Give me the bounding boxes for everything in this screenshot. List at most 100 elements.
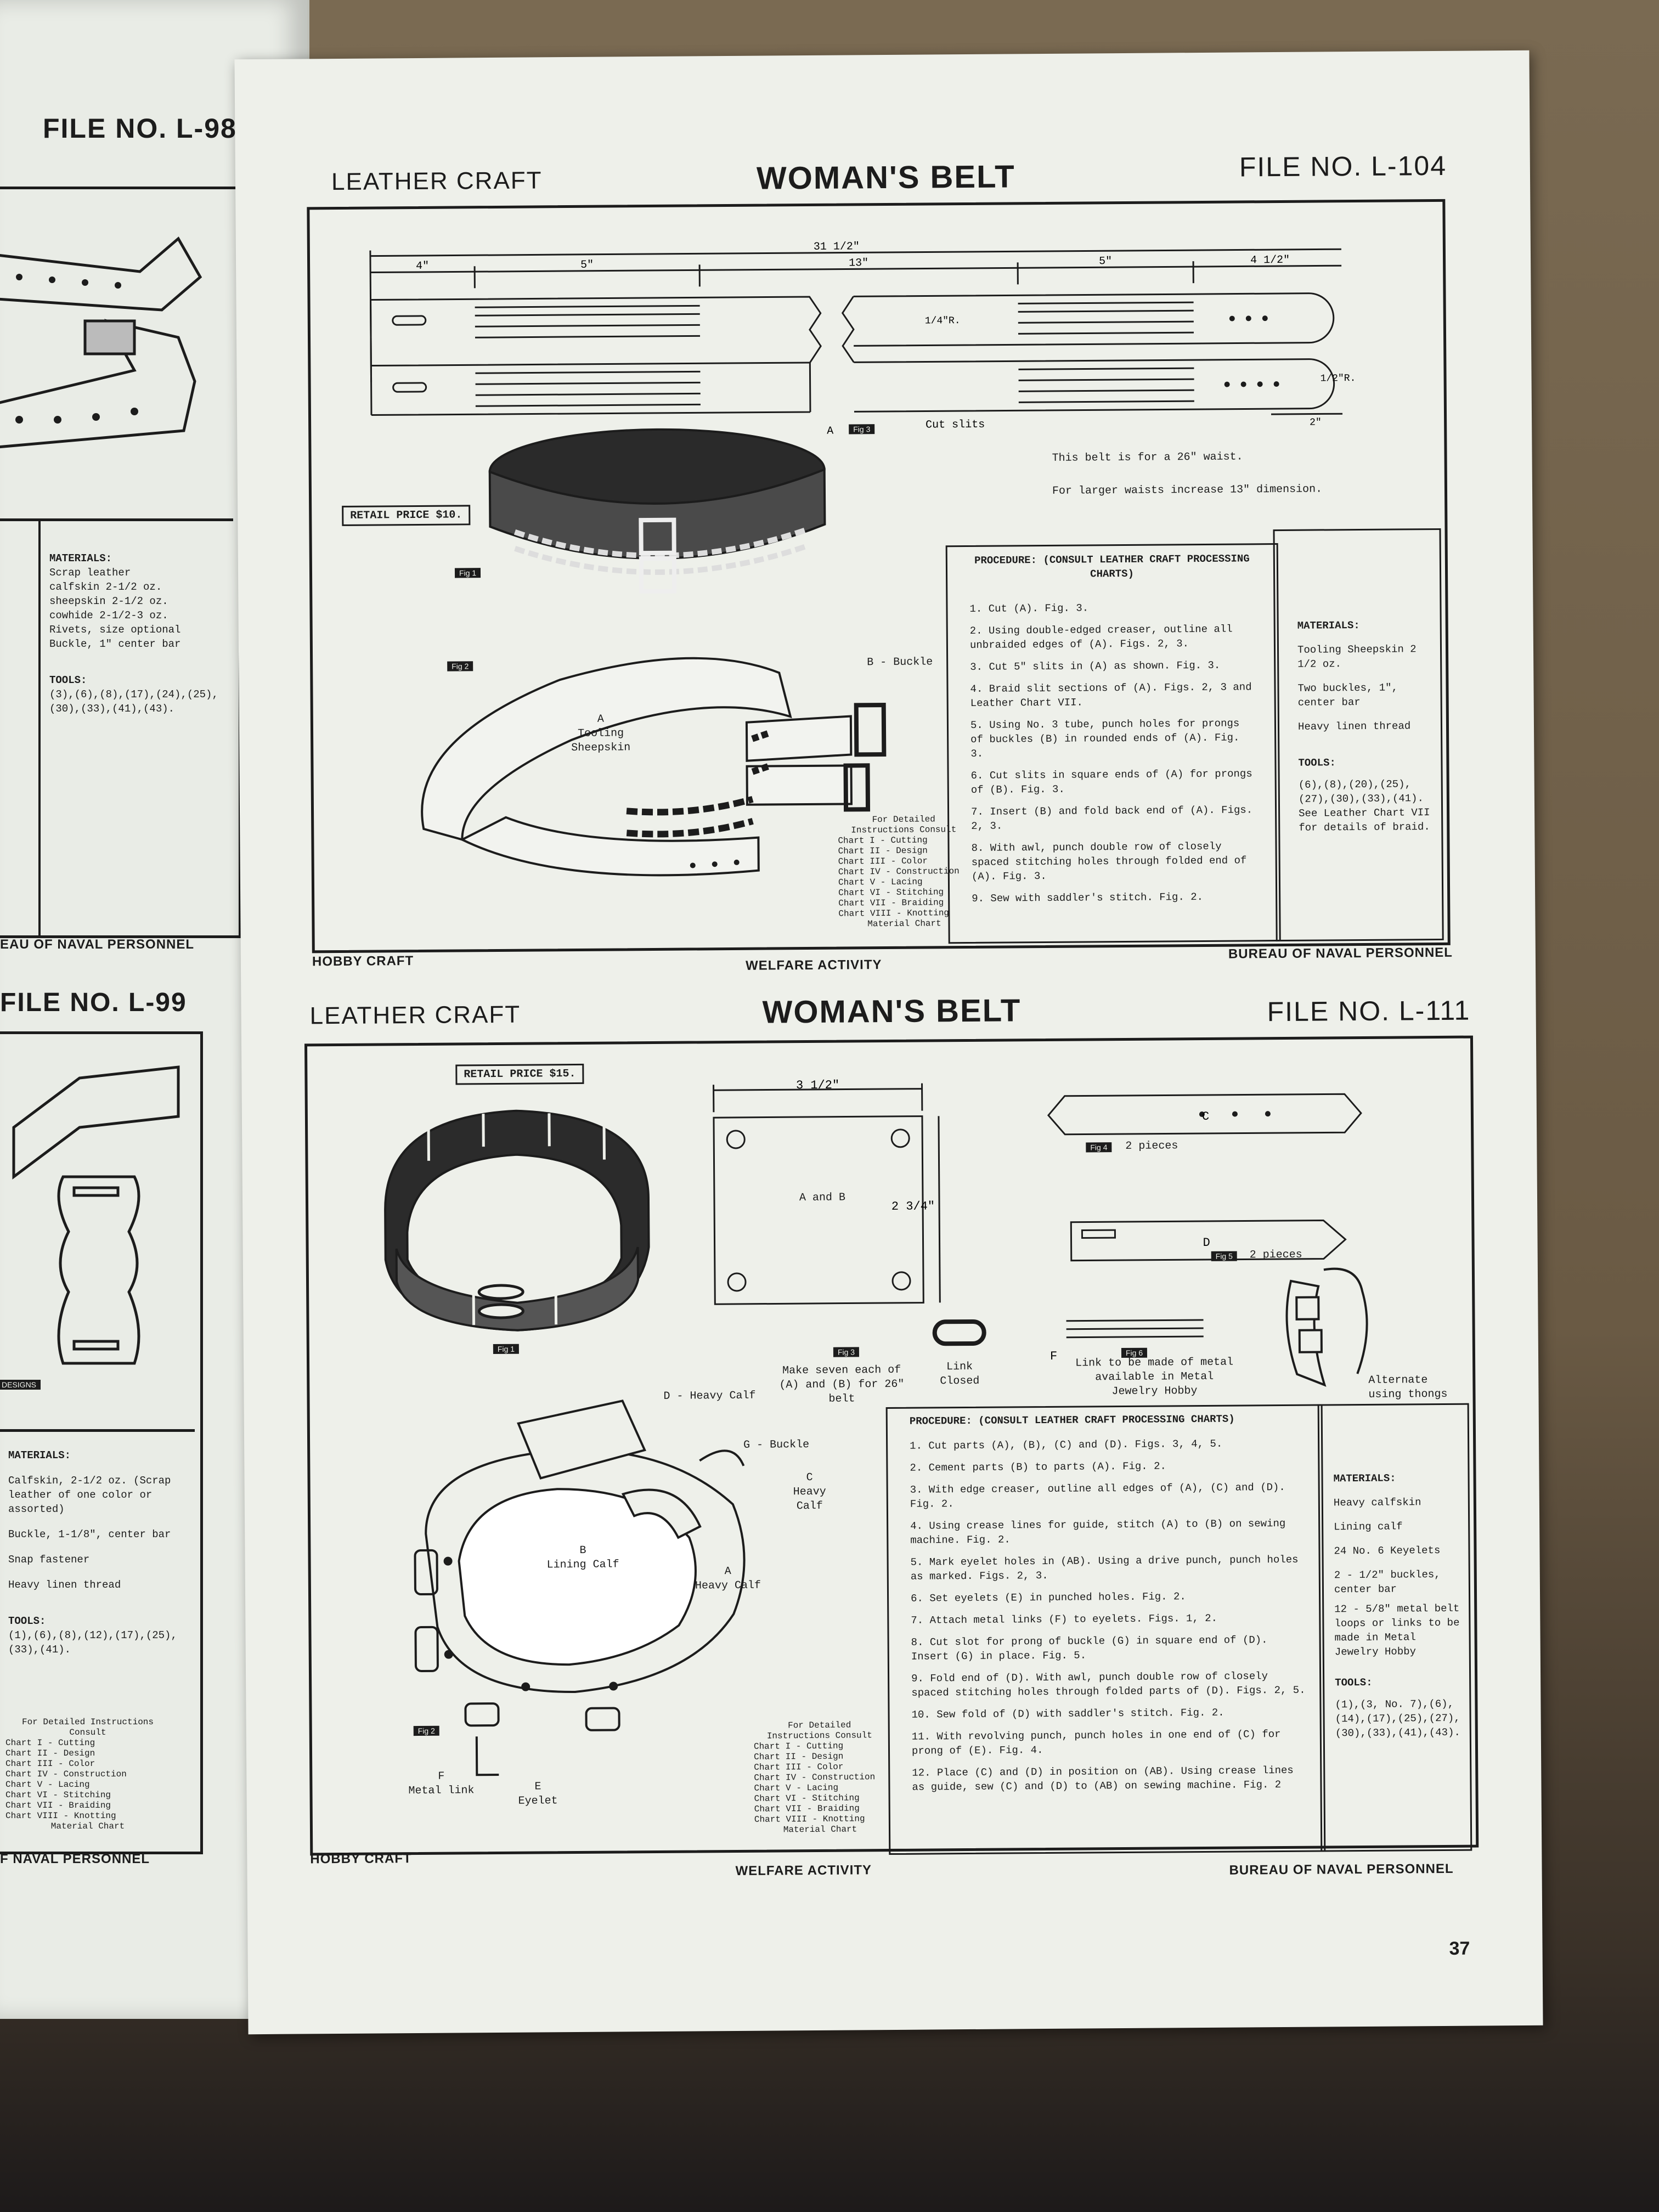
left-top-footer: EAU OF NAVAL PERSONNEL [0, 937, 195, 952]
bottom-material: Heavy calfskin [1333, 1496, 1421, 1509]
top-step: 7. Insert (B) and fold back end of (A). … [970, 804, 1253, 832]
top-fig1-belt [488, 428, 826, 594]
bottom-material: 2 - 1/2" buckles, center bar [1334, 1568, 1441, 1596]
dim-4-half: 4 1/2" [1250, 254, 1290, 267]
left-top-tools: (3),(6),(8),(17),(24),(25),(30),(33),(41… [49, 689, 218, 715]
top-procedure-heading: PROCEDURE: (CONSULT LEATHER CRAFT PROCES… [974, 552, 1250, 580]
top-step: 5. Using No. 3 tube, punch holes for pro… [970, 717, 1240, 760]
left-top-material: Rivets, size optional [49, 624, 181, 636]
bottom-title: WOMAN'S BELT [762, 992, 1022, 1030]
bottom-footer-right: BUREAU OF NAVAL PERSONNEL [1229, 1861, 1454, 1878]
top-material: Two buckles, 1", center bar [1297, 681, 1398, 709]
bottom-chart-item: Material Chart [783, 1824, 857, 1835]
top-step: 4. Braid slit sections of (A). Figs. 2, … [970, 681, 1252, 709]
top-footer-right: BUREAU OF NAVAL PERSONNEL [1228, 945, 1453, 962]
left-bottom-material: Heavy linen thread [8, 1579, 121, 1591]
top-retail-price: RETAIL PRICE $10. [342, 505, 471, 526]
bottom-label-lining-calf: B Lining Calf [546, 1544, 619, 1572]
top-step: 2. Using double-edged creaser, outline a… [969, 623, 1233, 651]
bottom-step: 8. Cut slot for prong of buckle (G) in s… [911, 1634, 1268, 1663]
top-tools: (6),(8),(20),(25),(27),(30),(33),(41). [1298, 778, 1424, 805]
bottom-materials-heading: MATERIALS: [1333, 1472, 1396, 1485]
bottom-step: 12. Place (C) and (D) in position on (AB… [912, 1764, 1294, 1793]
bottom-step: 10. Sew fold of (D) with saddler's stitc… [911, 1706, 1224, 1721]
top-step: 3. Cut 5" slits in (A) as shown. Fig. 3. [970, 659, 1221, 673]
bottom-fig2-tag: Fig 2 [413, 1725, 439, 1736]
bottom-step: 1. Cut parts (A), (B), (C) and (D). Figs… [910, 1437, 1223, 1452]
left-chart-item: Chart I - Cutting [5, 1738, 95, 1748]
page-number: 37 [1449, 1938, 1470, 1959]
dim-5: 5" [580, 259, 594, 272]
dim-end: 2" [1310, 417, 1322, 428]
bottom-fig3-tag: Fig 3 [833, 1347, 860, 1357]
dim-5b: 5" [1099, 255, 1112, 268]
bottom-fig4-tag: Fig 4 [1086, 1142, 1112, 1153]
top-note-waist: This belt is for a 26" waist. [1052, 450, 1243, 465]
left-chart-item: Chart VI - Stitching [5, 1790, 111, 1800]
left-top-frame: MATERIALS: Scrap leather calfskin 2-1/2 … [0, 187, 241, 938]
bottom-dim-height: 2 3/4" [891, 1199, 935, 1214]
bottom-footer-center: WELFARE ACTIVITY [735, 1863, 872, 1878]
bottom-procedure-box: PROCEDURE: (CONSULT LEATHER CRAFT PROCES… [885, 1404, 1326, 1855]
bottom-sheet-frame: RETAIL PRICE $15. Fig 1 [304, 1035, 1479, 1856]
top-tools-note: See Leather Chart VII for details of bra… [1299, 806, 1430, 834]
bottom-label-heavy-calf-d: D - Heavy Calf [663, 1389, 756, 1403]
bottom-step: 3. With edge creaser, outline all edges … [910, 1481, 1285, 1510]
top-step: 6. Cut slits in square ends of (A) for p… [970, 768, 1252, 796]
top-sheet-frame: 31 1/2" 4" 5" 13" 5" 4 1/2" 1/4"R. 1/2"R… [307, 199, 1451, 953]
bottom-tools-heading: TOOLS: [1335, 1676, 1373, 1689]
top-file-no: FILE NO. L-104 [1239, 150, 1447, 183]
bottom-step: 2. Cement parts (B) to parts (A). Fig. 2… [910, 1460, 1166, 1474]
left-chart-item: Chart IV - Construction [5, 1769, 127, 1779]
bottom-link-label: Link Closed [940, 1360, 980, 1388]
bottom-link-note: Link to be made of metal available in Me… [1075, 1356, 1234, 1398]
top-materials-heading: MATERIALS: [1297, 619, 1360, 632]
top-tools-heading: TOOLS: [1298, 757, 1336, 769]
bottom-step: 4. Using crease lines for guide, stitch … [910, 1517, 1286, 1547]
designs-tag: DESIGNS [0, 1380, 41, 1390]
bottom-charts-heading: For Detailed Instructions Consult [766, 1720, 872, 1741]
left-bottom-footer: F NAVAL PERSONNEL [0, 1852, 150, 1866]
left-top-material: Buckle, 1" center bar [49, 638, 181, 650]
top-footer-center: WELFARE ACTIVITY [745, 957, 882, 973]
bottom-material: Lining calf [1334, 1520, 1403, 1533]
dim-4: 4" [416, 260, 429, 273]
dim-radius: 1/4"R. [925, 315, 961, 326]
top-label-tooling: A Tooling Sheepskin [571, 713, 631, 755]
left-bottom-materials-heading: MATERIALS: [8, 1449, 71, 1462]
top-category: LEATHER CRAFT [331, 167, 543, 196]
bottom-retail-price: RETAIL PRICE $15. [455, 1063, 584, 1085]
top-step: 9. Sew with saddler's stitch. Fig. 2. [972, 890, 1204, 905]
top-footer-left: HOBBY CRAFT [312, 953, 414, 969]
left-top-file-no: FILE NO. L-98 [43, 113, 237, 144]
bottom-step: 7. Attach metal links (F) to eyelets. Fi… [911, 1612, 1218, 1627]
top-materials-box: MATERIALS: Tooling Sheepskin 2 1/2 oz. T… [1273, 528, 1444, 942]
top-fig3-tag: Fig 3 [849, 424, 875, 435]
bottom-fig1-tag: Fig 1 [493, 1344, 520, 1355]
bottom-fig5-tag: Fig 5 [1211, 1251, 1237, 1261]
bottom-chart-item: Chart VII - Braiding [754, 1803, 860, 1814]
bottom-fig4-pieces: 2 pieces [1125, 1139, 1178, 1153]
right-page: LEATHER CRAFT WOMAN'S BELT FILE NO. L-10… [234, 50, 1543, 2035]
bottom-label-buckle-g: G - Buckle [743, 1438, 810, 1452]
top-fig1-tag: Fig 1 [454, 568, 481, 578]
left-bottom-tools: (1),(6),(8),(12),(17),(25),(33),(41). [8, 1629, 177, 1656]
left-top-material: Scrap leather [49, 567, 131, 579]
bottom-step: 9. Fold end of (D). With awl, punch doub… [911, 1670, 1306, 1699]
bottom-chart-item: Chart VI - Stitching [754, 1793, 860, 1804]
left-bottom-tools-heading: TOOLS: [8, 1615, 46, 1627]
left-chart-item: Chart V - Lacing [5, 1780, 90, 1790]
bottom-materials-box: MATERIALS: Heavy calfskin Lining calf 24… [1317, 1403, 1472, 1852]
bottom-part-d: D [1203, 1236, 1210, 1250]
bottom-footer-left: HOBBY CRAFT [310, 1851, 412, 1867]
dim-13: 13" [849, 257, 868, 269]
bottom-part-c: C [1202, 1110, 1209, 1124]
bottom-tools: (1),(3, No. 7),(6),(14),(17),(25),(27),(… [1335, 1697, 1460, 1740]
top-fig2-belt [421, 657, 887, 877]
left-buckle-drawing [12, 1065, 180, 1365]
bottom-fig1-link-belt [384, 1109, 650, 1331]
top-fig3-pattern: 31 1/2" 4" 5" 13" 5" 4 1/2" 1/4"R. 1/2"R… [369, 240, 1356, 437]
top-label-buckle: B - Buckle [867, 656, 933, 669]
left-top-material: calfskin 2-1/2 oz. [49, 581, 162, 593]
left-bottom-file-no: FILE NO. L-99 [0, 988, 187, 1017]
